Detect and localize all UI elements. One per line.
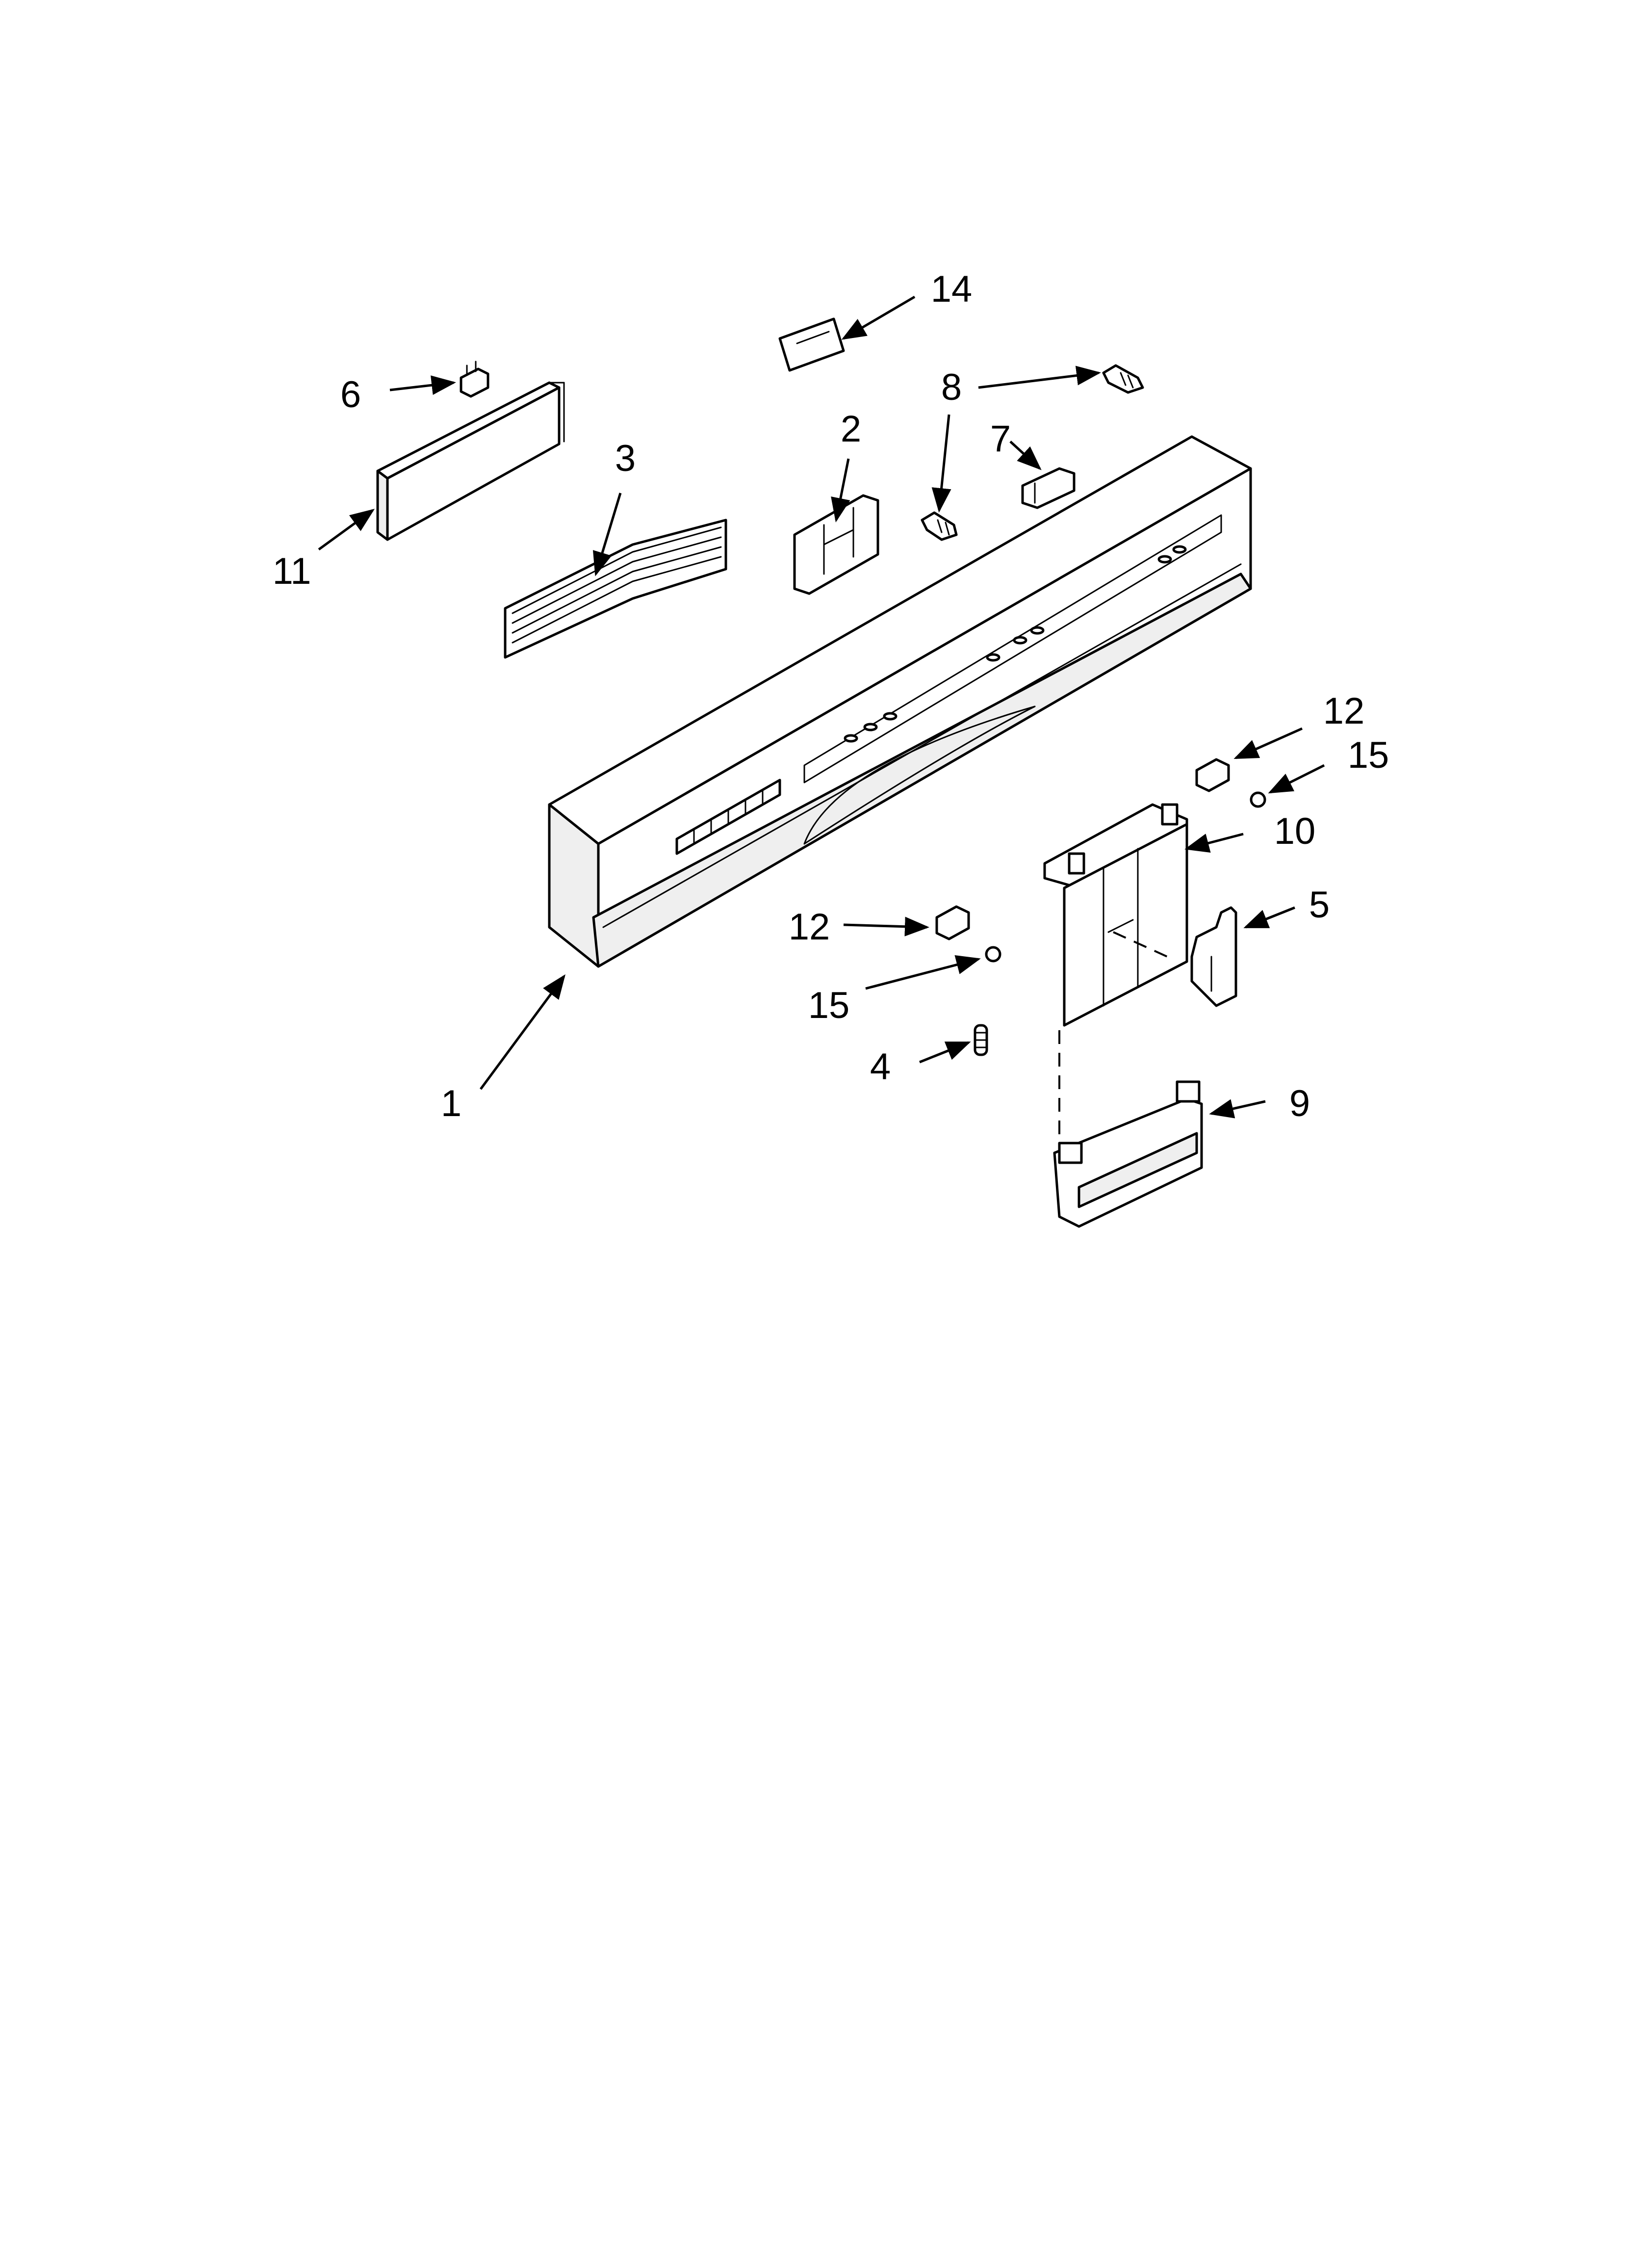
mounting-bracket [1043, 803, 1188, 1027]
callout-7: 7 [990, 418, 1011, 460]
screw-small-lower [985, 946, 1001, 963]
switch-upper [1195, 758, 1230, 792]
leader-8a [978, 365, 1101, 389]
callout-5: 5 [1309, 884, 1330, 926]
spring [974, 1024, 988, 1056]
screw-upper [1102, 364, 1144, 394]
clip-small [460, 361, 489, 398]
leader-lines [318, 295, 1325, 1119]
callout-12-upper: 12 [1323, 690, 1365, 732]
leader-12a [1233, 727, 1303, 759]
callout-1: 1 [441, 1083, 462, 1124]
callout-3: 3 [615, 438, 636, 479]
callout-6: 6 [340, 374, 361, 416]
callout-8: 8 [941, 366, 962, 408]
callout-labels: 1 2 3 4 5 6 7 8 9 10 11 12 12 14 15 15 [273, 268, 1389, 1124]
leader-9 [1209, 1099, 1266, 1119]
latch-bracket [1190, 906, 1237, 1007]
callout-12-lower: 12 [789, 906, 830, 948]
callout-4: 4 [870, 1046, 891, 1088]
leader-7 [1009, 441, 1042, 470]
label-card [778, 317, 845, 372]
leader-10 [1184, 833, 1244, 853]
leader-2 [831, 458, 850, 522]
leader-14 [841, 295, 916, 340]
leader-15b [865, 955, 981, 990]
leader-6 [389, 375, 456, 395]
leader-5 [1243, 906, 1295, 929]
callout-15-lower: 15 [808, 985, 850, 1026]
assembly-dashed-line [1058, 931, 1168, 1143]
lower-bracket [1053, 1080, 1203, 1228]
callout-2: 2 [841, 408, 861, 450]
callout-15-upper: 15 [1348, 734, 1389, 776]
callout-10: 10 [1274, 810, 1316, 852]
leader-4 [919, 1041, 971, 1064]
leader-12b [843, 916, 929, 937]
console-panel [548, 435, 1252, 968]
callout-14: 14 [931, 268, 973, 310]
leader-1 [479, 974, 565, 1090]
switch-lower [935, 905, 970, 940]
control-module-box [376, 381, 565, 541]
leader-8b [931, 414, 951, 513]
callout-11: 11 [273, 550, 311, 592]
screw-small-upper [1250, 791, 1266, 808]
leader-3 [592, 493, 622, 576]
screw-middle [921, 511, 958, 541]
bracket [793, 494, 879, 595]
leader-11 [318, 509, 375, 551]
leader-15a [1268, 764, 1325, 794]
clip-seven [1021, 467, 1076, 509]
ribbon-cable [504, 519, 727, 659]
callout-9: 9 [1289, 1083, 1310, 1124]
